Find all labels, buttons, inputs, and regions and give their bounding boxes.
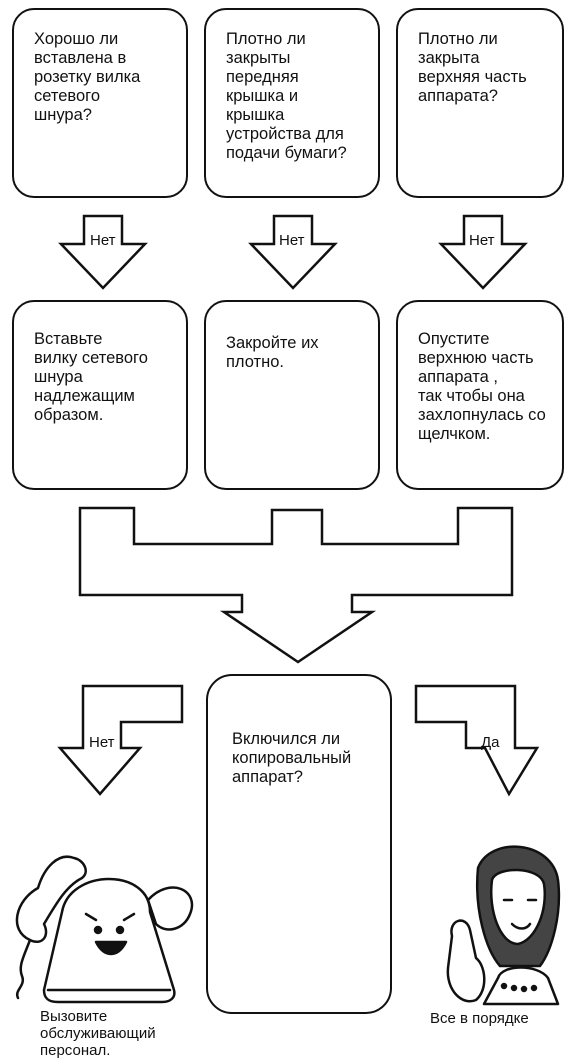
telephone-icon: [15, 855, 194, 1004]
action-box-covers: Закройте их плотно.: [204, 300, 380, 490]
action-top-text: Опустите верхнюю часть аппарата , так чт…: [418, 330, 546, 443]
arrow-yes: [414, 684, 540, 797]
question-covers-text: Плотно ли закрыты передняя крышка и крыш…: [226, 30, 347, 162]
action-plug-text: Вставьте вилку сетевого шнура надлежащим…: [34, 330, 148, 424]
final-question-text: Включился ли копировальный аппарат?: [232, 730, 352, 786]
answer-label-top: Нет: [469, 232, 495, 249]
merge-connector: [78, 506, 514, 664]
question-plug-text: Хорошо ли вставлена в розетку вилка сете…: [34, 30, 141, 124]
answer-label-plug: Нет: [90, 232, 116, 249]
result-yes-text: Все в порядке: [430, 1010, 529, 1027]
action-covers-text: Закройте их плотно.: [226, 334, 319, 371]
arrow-down-2: [248, 214, 338, 290]
action-box-top: Опустите верхнюю часть аппарата , так чт…: [396, 300, 564, 490]
question-box-plug: Хорошо ли вставлена в розетку вилка сете…: [12, 8, 188, 198]
question-top-text: Плотно ли закрыта верхняя часть аппарата…: [418, 30, 527, 105]
arrow-down-3: [438, 214, 528, 290]
final-yes-label: Да: [481, 734, 500, 751]
action-box-plug: Вставьте вилку сетевого шнура надлежащим…: [12, 300, 188, 490]
final-no-label: Нет: [89, 734, 115, 751]
question-box-covers: Плотно ли закрыты передняя крышка и крыш…: [204, 8, 380, 198]
arrow-no: [57, 684, 184, 796]
answer-label-covers: Нет: [279, 232, 305, 249]
final-question-box: Включился ли копировальный аппарат?: [206, 674, 392, 1014]
arrow-down-1: [58, 214, 148, 290]
question-box-top: Плотно ли закрыта верхняя часть аппарата…: [396, 8, 564, 198]
woman-ok-icon: [446, 845, 561, 1006]
result-no-text: Вызовите обслуживающий персонал.: [40, 1008, 156, 1059]
